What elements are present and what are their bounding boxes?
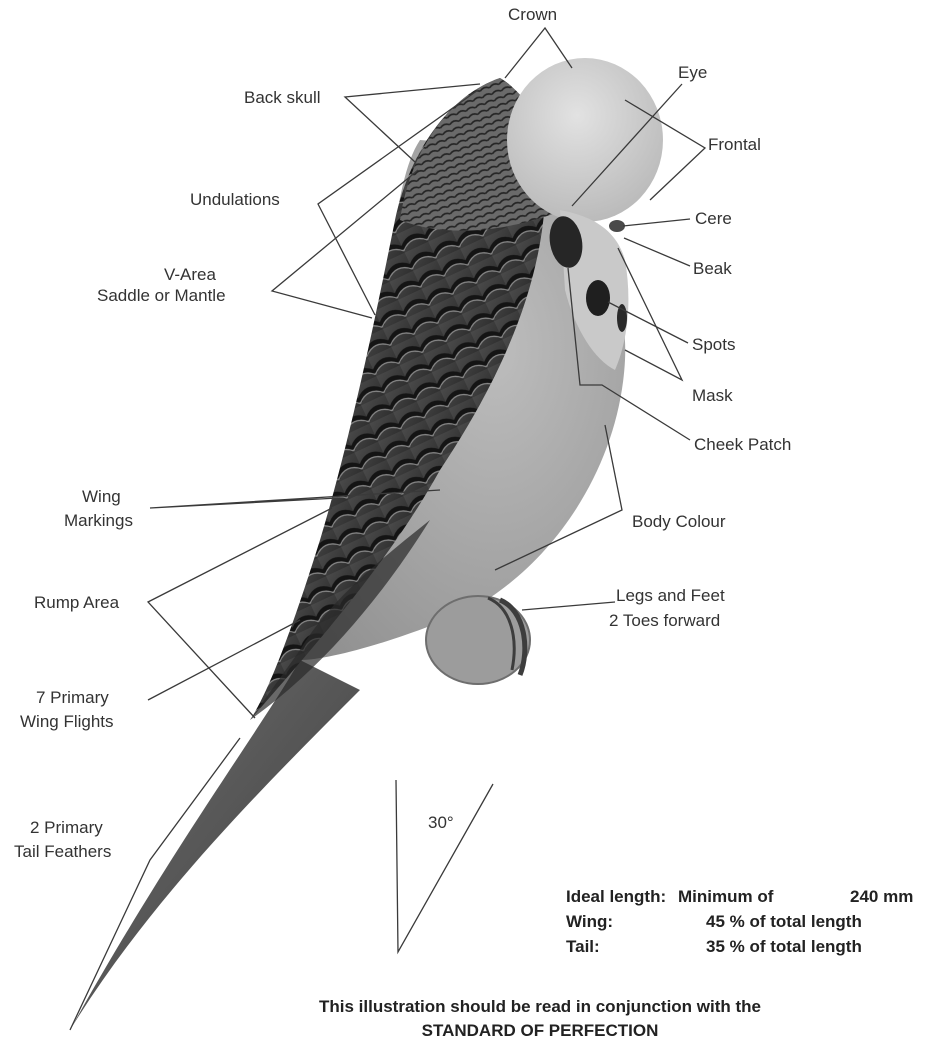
label-primary-flights-2: Wing Flights bbox=[20, 712, 114, 731]
spec-wing-value: 45 % of total length bbox=[706, 912, 862, 931]
spec-tail-value: 35 % of total length bbox=[706, 937, 862, 956]
label-body-colour: Body Colour bbox=[632, 512, 726, 531]
label-wing-markings-2: Markings bbox=[64, 511, 133, 530]
label-rump-area: Rump Area bbox=[34, 593, 120, 612]
label-undulations: Undulations bbox=[190, 190, 280, 209]
footer-line-2: STANDARD OF PERFECTION bbox=[422, 1021, 659, 1040]
label-mask: Mask bbox=[692, 386, 733, 405]
label-cheek-patch: Cheek Patch bbox=[694, 435, 791, 454]
perch bbox=[426, 596, 530, 684]
label-legs-feet-1: Legs and Feet bbox=[616, 586, 725, 605]
footer-line-1: This illustration should be read in conj… bbox=[319, 997, 761, 1016]
label-cere: Cere bbox=[695, 209, 732, 228]
specifications: Ideal length: Minimum of 240 mm Wing: 45… bbox=[566, 887, 913, 956]
angle-marker bbox=[396, 780, 493, 952]
label-v-area-2: Saddle or Mantle bbox=[97, 286, 226, 305]
label-back-skull: Back skull bbox=[244, 88, 321, 107]
label-spots: Spots bbox=[692, 335, 735, 354]
label-angle: 30° bbox=[428, 813, 454, 832]
spec-wing-label: Wing: bbox=[566, 912, 613, 931]
spec-ideal-length-label: Ideal length: bbox=[566, 887, 666, 906]
label-v-area-1: V-Area bbox=[164, 265, 217, 284]
spot-shape-1 bbox=[586, 280, 610, 316]
label-tail-feathers-1: 2 Primary bbox=[30, 818, 103, 837]
label-eye: Eye bbox=[678, 63, 707, 82]
spot-shape-2 bbox=[617, 304, 627, 332]
spec-tail-label: Tail: bbox=[566, 937, 600, 956]
label-frontal: Frontal bbox=[708, 135, 761, 154]
spec-ideal-length-number: 240 mm bbox=[850, 887, 913, 906]
cere-leader bbox=[623, 219, 690, 226]
cere-shape bbox=[609, 220, 625, 232]
label-wing-markings-1: Wing bbox=[82, 487, 121, 506]
legs-feet-leader bbox=[522, 602, 615, 610]
label-crown: Crown bbox=[508, 5, 557, 24]
label-legs-feet-2: 2 Toes forward bbox=[609, 611, 720, 630]
label-tail-feathers-2: Tail Feathers bbox=[14, 842, 111, 861]
label-primary-flights-1: 7 Primary bbox=[36, 688, 109, 707]
footer-note: This illustration should be read in conj… bbox=[319, 997, 761, 1040]
head-shape bbox=[507, 58, 663, 222]
beak-leader bbox=[624, 238, 690, 266]
spec-ideal-length-value: Minimum of bbox=[678, 887, 774, 906]
label-beak: Beak bbox=[693, 259, 732, 278]
